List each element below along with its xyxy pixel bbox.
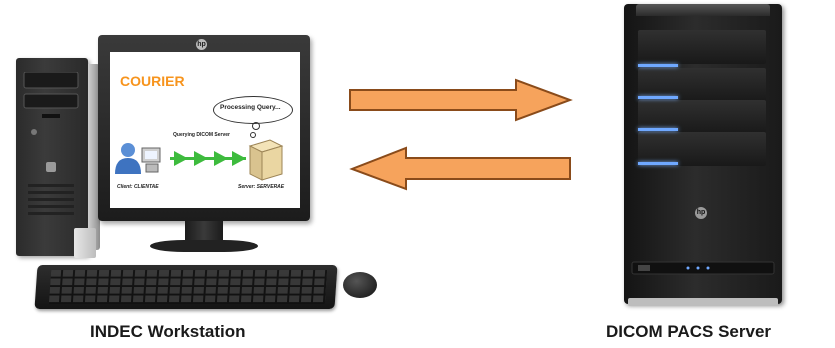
mouse-icon: [343, 272, 377, 298]
hp-logo-icon: hp: [695, 207, 707, 219]
server-led: [638, 162, 678, 165]
screen-flow-diagram: [115, 139, 284, 181]
workstation-caption: INDEC Workstation: [90, 322, 246, 341]
desktop-tower-stand: [74, 228, 96, 258]
server-caption: DICOM PACS Server: [606, 322, 772, 341]
server-led: [638, 64, 678, 67]
client-label: Client: CLIENTAE: [117, 184, 159, 190]
user-icon: [115, 143, 141, 174]
server-label: Server: SERVERAE: [238, 184, 285, 190]
server-led: [638, 96, 678, 99]
monitor-screen: [110, 52, 300, 208]
tower-front-panel: [23, 72, 79, 215]
thought-bubble-text: Processing Query...: [220, 104, 281, 111]
flow-arrows: [170, 151, 246, 166]
server-bay: [638, 132, 766, 166]
thought-dot: [252, 122, 260, 130]
server-led: [638, 128, 678, 131]
left-arrow-icon: [349, 146, 571, 191]
hp-logo-icon: hp: [196, 39, 207, 50]
thought-dot: [250, 132, 256, 138]
server-foot: [628, 298, 778, 306]
server-box-icon: [248, 139, 284, 181]
data-flow-arrows: [349, 78, 573, 191]
client-computer-icon: [141, 147, 161, 173]
right-arrow-icon: [349, 78, 573, 122]
courier-title: COURIER: [120, 73, 185, 89]
querying-status-text: Querying DICOM Server: [173, 132, 230, 138]
server-bay: [638, 30, 766, 64]
monitor-base: [150, 240, 258, 252]
server-top-vent: [636, 4, 770, 16]
desktop-tower-side: [88, 64, 100, 250]
desktop-tower-icon: [16, 58, 88, 256]
keyboard-keys: [48, 270, 328, 304]
server-front-bar: [631, 261, 775, 275]
thought-bubble: [213, 96, 293, 124]
monitor-neck: [185, 221, 223, 243]
